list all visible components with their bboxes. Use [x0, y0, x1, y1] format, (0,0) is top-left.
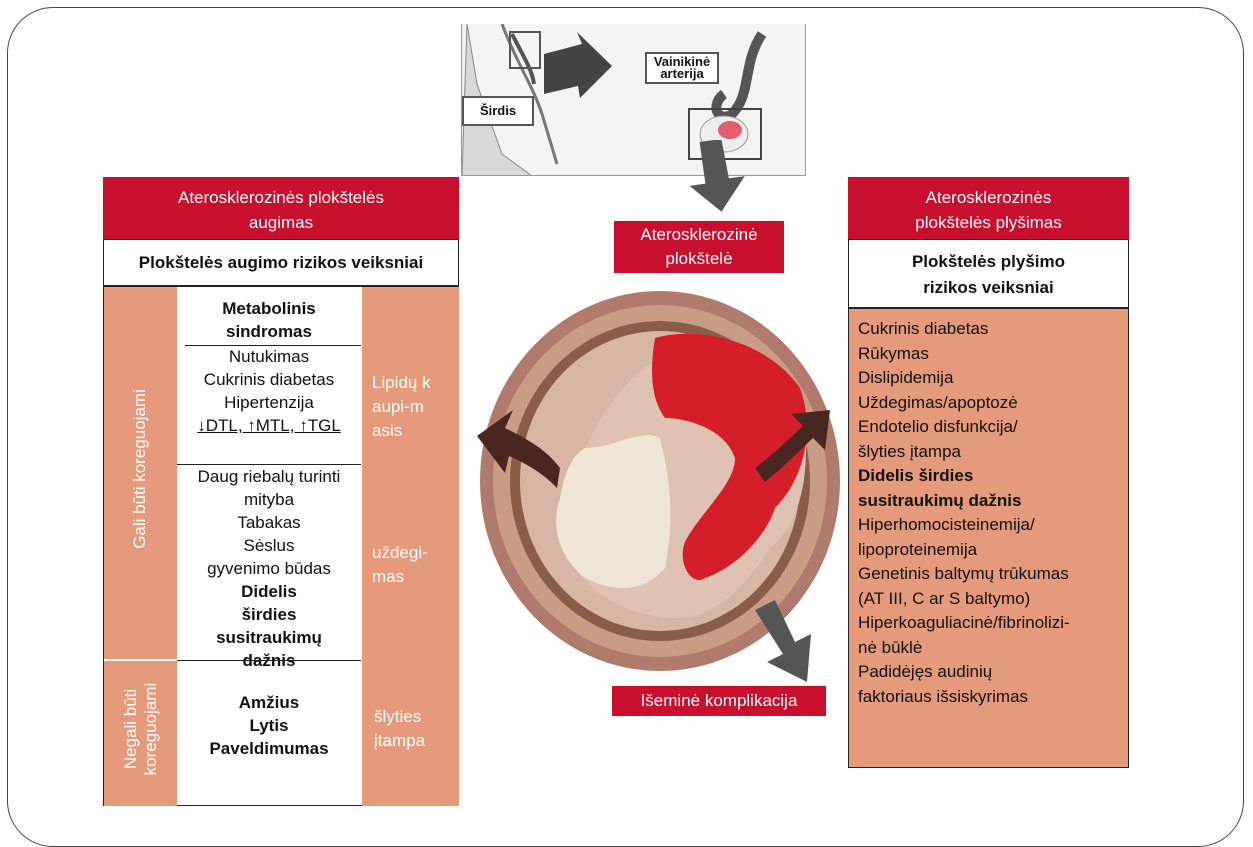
rupture-risk-item: Padidėjęs audinių — [849, 660, 1128, 685]
rupture-risk-item: (AT III, C ar S baltymo) — [849, 587, 1128, 612]
rupture-risk-item: Endotelio disfunkcija/ — [849, 415, 1128, 440]
artery-label: Vainikinė arterija — [645, 52, 719, 84]
lifestyle-item: Sėslus gyvenimo būdas — [197, 534, 341, 580]
left-panel-header: Aterosklerozinės plokštelės augimas — [103, 177, 459, 239]
nonmodifiable-column: Negali būti koreguojami — [104, 660, 177, 806]
nonmod-item: Amžius — [177, 691, 361, 714]
rupture-risk-item: Hiperkoaguliacinė/fibrinolizi- — [849, 611, 1128, 636]
modifiable-column: Gali būti koreguojami — [104, 287, 177, 659]
nonmod-items: Amžius Lytis Paveldimumas — [177, 691, 361, 760]
metabolic-item: ↓DTL, ↑MTL, ↑TGL — [177, 414, 361, 437]
rupture-risk-item: Didelis širdies — [849, 464, 1128, 489]
right-panel-subheader: Plokštelės plyšimo rizikos veiksniai — [848, 239, 1129, 308]
lifestyle-items: Daug riebalų turinti mityba Tabakas Sėsl… — [177, 465, 361, 672]
nonmodifiable-label: Negali būti koreguojami — [121, 656, 161, 802]
nonmod-item: Paveldimumas — [177, 737, 361, 760]
metabolic-title: Metabolinis sindromas — [177, 297, 361, 343]
rupture-risk-item: lipoproteinemija — [849, 538, 1128, 563]
mech-inflammation: uždegi-mas — [372, 541, 428, 589]
nonmod-item: Lytis — [177, 714, 361, 737]
down-arrow-icon — [677, 140, 757, 220]
lifestyle-bold-item: Didelis širdies susitraukimų dažnis — [197, 580, 341, 672]
rupture-risk-item: šlyties įtampa — [849, 440, 1128, 465]
modifiable-label: Gali būti koreguojami — [130, 321, 150, 617]
metabolic-item: Cukrinis diabetas — [177, 368, 361, 391]
rupture-risk-item: Genetinis baltymų trūkumas — [849, 562, 1128, 587]
rupture-risk-item: Cukrinis diabetas — [849, 317, 1128, 342]
rupture-risk-item: Rūkymas — [849, 342, 1128, 367]
right-panel-header: Aterosklerozinės plokštelės plyšimas — [848, 177, 1129, 239]
ischemic-label: Išeminė komplikacija — [612, 686, 826, 716]
mech-shear: šlyties įtampa — [374, 705, 450, 753]
rupture-risk-item: faktoriaus išsiskyrimas — [849, 685, 1128, 710]
nonmod-divider — [177, 660, 361, 661]
lifestyle-item: Tabakas — [197, 511, 341, 534]
metabolic-item: Nutukimas — [177, 345, 361, 368]
rupture-risk-item: susitraukimų dažnis — [849, 489, 1128, 514]
mechanism-column: Lipidų kaupi-masis uždegi-mas šlyties įt… — [362, 287, 459, 806]
down-right-arrow-icon — [735, 600, 825, 690]
rupture-risk-item: nė būklė — [849, 636, 1128, 661]
rupture-risk-item: Hiperhomocisteinemija/ — [849, 513, 1128, 538]
metabolic-items: Nutukimas Cukrinis diabetas Hipertenzija… — [177, 345, 361, 437]
left-panel-subheader: Plokštelės augimo rizikos veiksniai — [103, 239, 459, 286]
rupture-risk-item: Dislipidemija — [849, 366, 1128, 391]
plaque-label: Aterosklerozinė plokštelė — [614, 221, 784, 273]
lifestyle-item: Daug riebalų turinti mityba — [197, 465, 341, 511]
left-panel-table: Gali būti koreguojami Negali būti koregu… — [103, 286, 459, 806]
rupture-risk-item: Uždegimas/apoptozė — [849, 391, 1128, 416]
mech-lipid: Lipidų kaupi-masis — [372, 371, 432, 443]
heart-label: Širdis — [462, 96, 534, 126]
metabolic-item: Hipertenzija — [177, 391, 361, 414]
